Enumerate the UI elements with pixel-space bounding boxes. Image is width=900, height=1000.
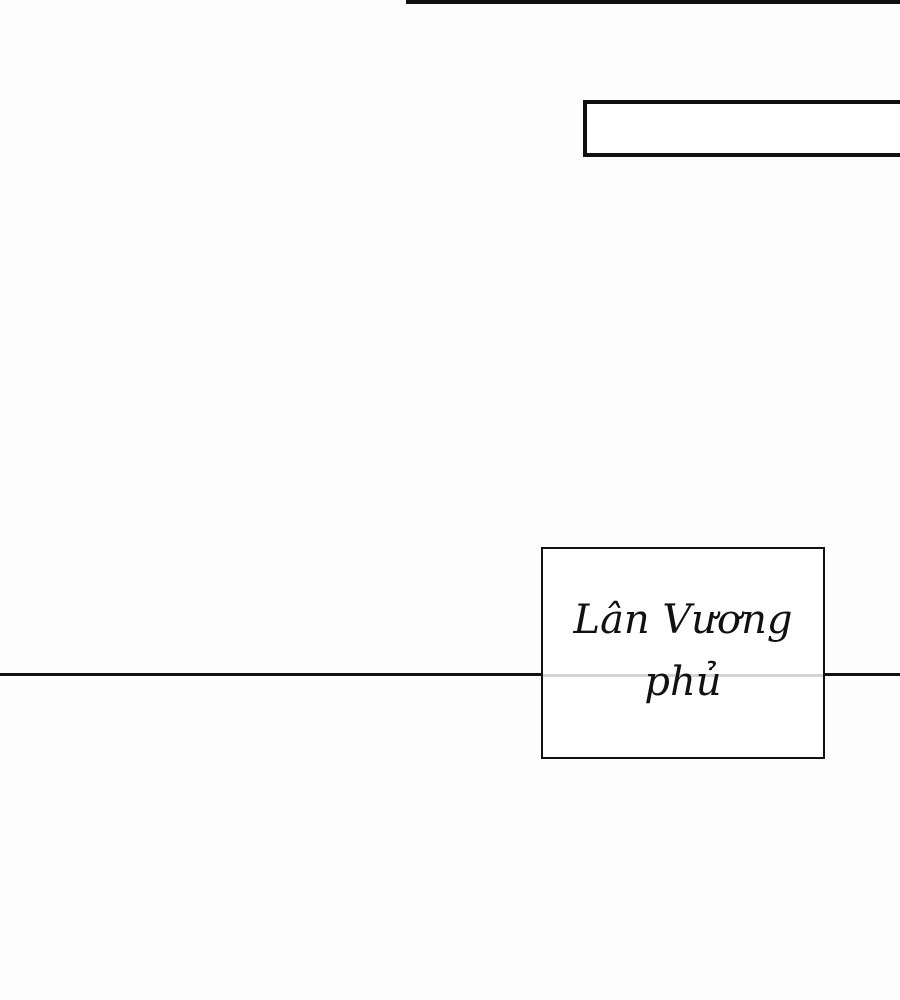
- location-caption-box: Lân Vương phủ: [541, 547, 825, 759]
- panel-frame-top: [406, 0, 900, 4]
- panel-frame-middle: [583, 100, 900, 157]
- caption-line-2: phủ: [644, 659, 722, 705]
- horizon-line: [0, 673, 900, 676]
- caption-line-1: Lân Vương: [573, 597, 793, 643]
- location-caption: Lân Vương phủ: [543, 589, 823, 713]
- caption-background-line: [543, 674, 823, 677]
